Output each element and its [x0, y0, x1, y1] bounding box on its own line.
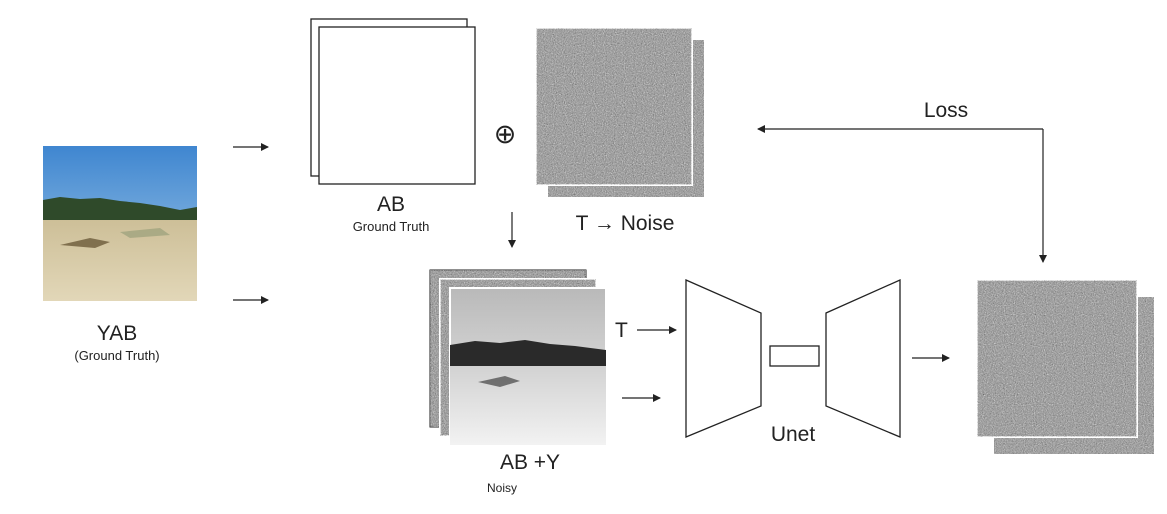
noisy-subtitle: Noisy [486, 481, 518, 495]
noise-label: T → Noise [575, 212, 675, 235]
loss-path [757, 125, 1047, 263]
unet-label: Unet [770, 423, 816, 446]
noisy-title: AB +Y [499, 451, 561, 474]
plus-symbol: ⊕ [493, 119, 517, 149]
output-noise [976, 279, 1154, 454]
input-subtitle: (Ground Truth) [74, 348, 160, 363]
noise-images [535, 27, 704, 197]
input-title: YAB [96, 322, 138, 345]
unet-shape [685, 278, 901, 438]
ab-title: AB [376, 193, 406, 216]
t-input-label: T [615, 319, 628, 342]
loss-label: Loss [923, 99, 969, 122]
ab-frames [310, 18, 476, 185]
ab-subtitle: Ground Truth [352, 219, 430, 234]
input-photo [43, 146, 197, 301]
noisy-stack [429, 269, 607, 446]
